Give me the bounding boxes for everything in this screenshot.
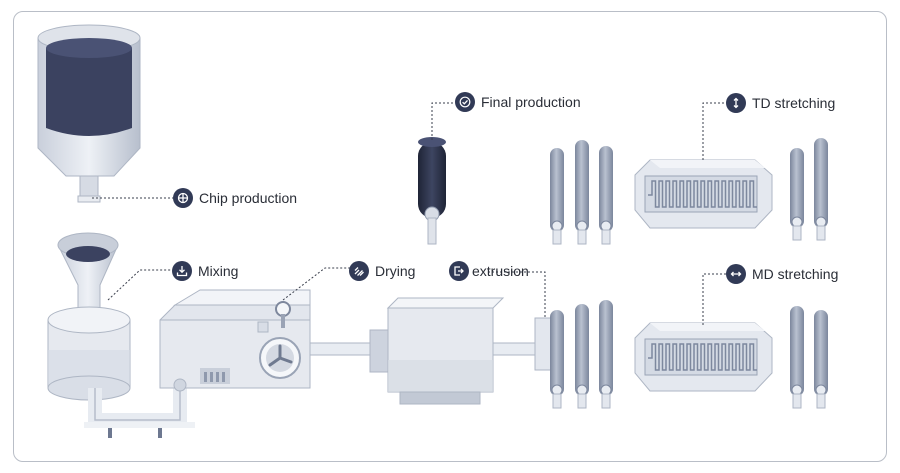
leader-lines — [92, 102, 726, 325]
chip-hopper — [37, 24, 141, 203]
extruder — [369, 297, 560, 405]
mixing-text: Mixing — [198, 263, 239, 279]
md-stretching-oven — [634, 322, 773, 392]
drying-text: Drying — [375, 263, 416, 279]
drying-label: Drying — [349, 261, 415, 281]
md-stretching-text: MD stretching — [752, 266, 839, 282]
roller — [599, 146, 613, 245]
roller — [575, 304, 589, 409]
final-production-text: Final production — [481, 94, 581, 110]
mixing-vessel — [47, 232, 131, 401]
check-circle-icon — [455, 92, 475, 112]
roller — [790, 148, 804, 241]
dryer-machine — [159, 289, 311, 392]
final-production-label: Final production — [455, 92, 581, 112]
transfer-pipe — [84, 385, 195, 438]
chip-production-label: Chip production — [173, 188, 297, 208]
td-stretching-oven — [634, 159, 773, 229]
vertical-arrows-icon — [726, 93, 746, 113]
exit-arrow-icon — [449, 261, 469, 281]
roller — [814, 310, 828, 409]
chip-production-text: Chip production — [199, 190, 298, 206]
roller — [599, 300, 613, 409]
roller — [550, 148, 564, 245]
download-tray-icon — [172, 261, 192, 281]
final-roll — [418, 137, 446, 245]
roller — [790, 306, 804, 409]
md-stretching-label: MD stretching — [726, 264, 838, 284]
extrusion-text: extrusion — [472, 263, 529, 279]
td-stretching-text: TD stretching — [752, 95, 836, 111]
roller — [575, 140, 589, 245]
roller — [550, 310, 564, 409]
crosshair-icon — [173, 188, 193, 208]
heat-waves-icon — [349, 261, 369, 281]
extrusion-label: extrusion — [449, 261, 529, 281]
td-stretching-label: TD stretching — [726, 93, 835, 113]
duct — [309, 342, 379, 356]
roller — [814, 138, 828, 241]
roller-groups — [550, 138, 828, 409]
mixing-label: Mixing — [172, 261, 238, 281]
horizontal-arrows-icon — [726, 264, 746, 284]
